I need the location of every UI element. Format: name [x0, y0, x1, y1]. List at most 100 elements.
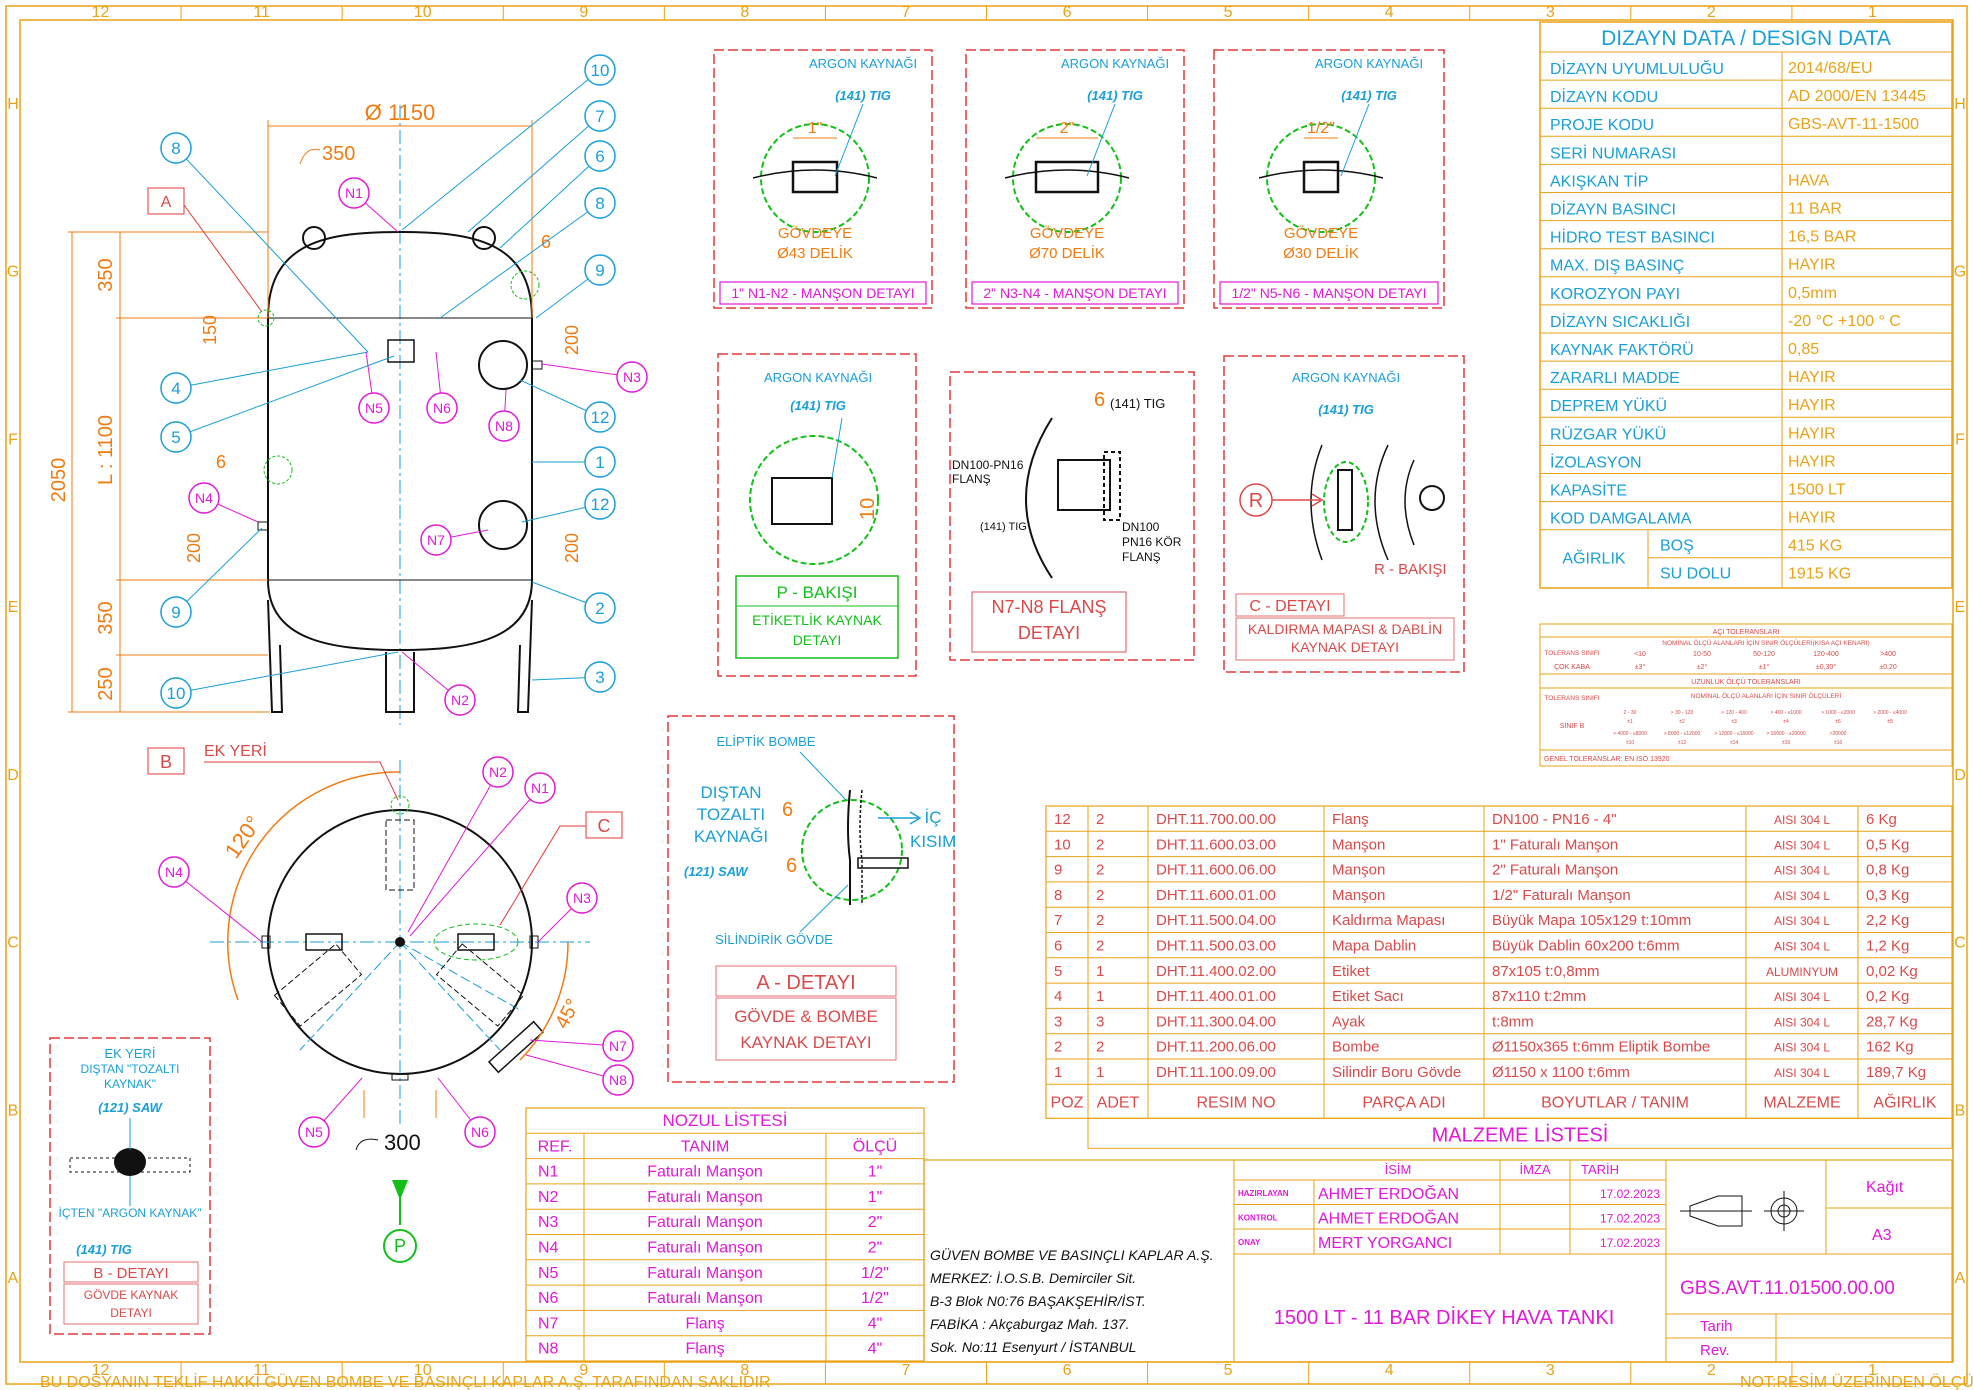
design-row-label: DİZAYN BASINCI — [1550, 200, 1676, 219]
a-sub-wrap: GÖVDE & BOMBE KAYNAK DETAYI — [734, 1007, 878, 1052]
tb-paper: A3 — [1872, 1227, 1892, 1244]
mat-cell: 2 — [1096, 836, 1104, 853]
mat-cell: 2 — [1096, 912, 1104, 929]
c-weld-code: (141) TIG — [1318, 402, 1374, 417]
balloon-leader — [175, 351, 369, 389]
label-c-box — [585, 811, 623, 839]
mat-cell: AISI 304 L — [1774, 813, 1830, 827]
nozzle-tag-text: N7 — [427, 532, 445, 548]
sleeve-2-note: GÖVDEYE — [1030, 224, 1104, 242]
mat-cell: 162 Kg — [1866, 1039, 1914, 1056]
part-balloon-number: 10 — [167, 684, 186, 703]
border-row-left: G — [7, 264, 19, 281]
r-view-shell — [1404, 459, 1415, 546]
noz-olcu: 2" — [868, 1240, 883, 1257]
a-bottom-leader — [799, 884, 849, 933]
design-row-label: RÜZGAR YÜKÜ — [1550, 425, 1666, 443]
nozzle-tag-text: N1 — [531, 780, 549, 796]
r-view-lug — [1419, 485, 1445, 511]
p-title-box — [735, 575, 899, 659]
elevation-view: Ø 1150 350 2050 350 150 L : 1100 200 350… — [48, 100, 582, 725]
tb-role: KONTROL — [1238, 1214, 1278, 1223]
mat-cell: 2" Faturalı Manşon — [1492, 862, 1618, 879]
nozzle-tag-leader — [407, 771, 499, 933]
sleeve-1-weld-label: ARGON KAYNAĞI — [809, 56, 917, 71]
mat-cell: 6 — [1054, 938, 1062, 955]
border-col-top: 6 — [1063, 4, 1072, 21]
tol-length-col: > 30 - 120 — [1671, 710, 1694, 716]
flange-left-wrap: DN100-PN16 FLANŞ — [952, 458, 1023, 486]
part-balloon-number: 6 — [595, 147, 604, 166]
mat-title: MALZEME LİSTESİ — [1432, 1123, 1609, 1146]
part-balloon-number: 10 — [591, 61, 610, 80]
balloon-leader — [175, 355, 395, 438]
projection-cross-icon — [1764, 1191, 1804, 1231]
border-col-top: 9 — [579, 4, 588, 21]
tol-angle-row-label: ÇOK KABA — [1554, 664, 1590, 671]
mat-cell: AISI 304 L — [1774, 889, 1830, 903]
b-detail: EK YERİ DIŞTAN "TOZALTI KAYNAK" (121) SA… — [49, 1037, 211, 1335]
nozzle-tag-n6 — [464, 1116, 496, 1148]
dim-leg: 250 — [95, 667, 117, 700]
border-row-right: D — [1954, 767, 1966, 784]
c-lug-plate — [1337, 469, 1353, 531]
c-title: C - DETAYI — [1249, 598, 1330, 615]
part-balloon-number: 2 — [595, 599, 604, 618]
mat-cell: 8 — [1054, 887, 1062, 904]
flange-code-top: (141) TIG — [1110, 396, 1165, 411]
nozzle-tag-n2 — [444, 684, 476, 716]
part-balloon-number: 3 — [595, 668, 604, 687]
nozzle-tag-text: N4 — [165, 864, 183, 880]
mat-header: PARÇA ADI — [1362, 1094, 1445, 1111]
tol-length-val: ±8 — [1887, 719, 1893, 725]
support-legs — [267, 599, 533, 713]
noz-olcu: 4" — [868, 1341, 883, 1358]
angle-120-arc — [227, 771, 401, 1001]
b-frame — [49, 1037, 211, 1335]
sleeve-2-title-box — [971, 281, 1179, 305]
mat-title-box — [1087, 1117, 1953, 1149]
sleeve-3-circle — [1266, 123, 1376, 233]
tol-length-col-2: > 8000 - ≤12000 — [1664, 731, 1701, 737]
angle-120-text: 120° — [220, 811, 267, 863]
design-row-label: PROJE KODU — [1550, 117, 1654, 134]
p-dim: 10 — [857, 498, 879, 520]
sleeve-1-weld-leader — [834, 103, 864, 177]
tol-frame — [1539, 623, 1953, 767]
border-col-top: 3 — [1546, 4, 1555, 21]
mat-cell: 1 — [1054, 1064, 1062, 1081]
shell-weld-marker — [263, 455, 293, 485]
mat-cell: Ø1150 x 1100 t:6mm — [1492, 1064, 1630, 1081]
a-saw: (121) SAW — [684, 864, 749, 879]
part-balloon — [160, 596, 192, 628]
tol-angle-val: ±1° — [1759, 663, 1770, 671]
sleeve-2-weld-label: ARGON KAYNAĞI — [1061, 56, 1169, 71]
tb-paper-label: Kağıt — [1866, 1179, 1904, 1196]
nozzle-tag-n7 — [602, 1030, 634, 1062]
mat-cell: AISI 304 L — [1774, 1066, 1830, 1080]
noz-ref: N8 — [538, 1341, 559, 1358]
noz-ref: N3 — [538, 1214, 559, 1231]
border-col-bottom: 5 — [1224, 1362, 1233, 1379]
nozzle-tag-n3 — [566, 882, 598, 914]
mat-cell: Mapa Dablin — [1332, 938, 1416, 955]
mat-cell: 10 — [1054, 836, 1071, 853]
mat-cell: 2,2 Kg — [1866, 912, 1909, 929]
b-plate — [69, 1157, 191, 1173]
border-col-bottom: 10 — [414, 1362, 432, 1379]
plan-leg-left — [273, 943, 363, 1027]
r-view-letter: R — [1249, 490, 1263, 512]
mat-cell: Büyük Dablin 60x200 t:6mm — [1492, 938, 1680, 955]
border-col-bottom: 1 — [1868, 1362, 1877, 1379]
sleeve-2-size: 2" — [1060, 120, 1075, 137]
sleeve-2-weld-code: (141) TIG — [1087, 88, 1143, 103]
design-row-value: 0,85 — [1788, 341, 1819, 358]
nozzle-tag-text: N1 — [345, 185, 363, 201]
mat-cell: AISI 304 L — [1774, 838, 1830, 852]
company-name: GÜVEN BOMBE VE BASINÇLI KAPLAR A.Ş. — [930, 1247, 1214, 1263]
tol-length-val: ±2 — [1679, 719, 1685, 725]
noz-olcu: 1/2" — [861, 1290, 889, 1307]
